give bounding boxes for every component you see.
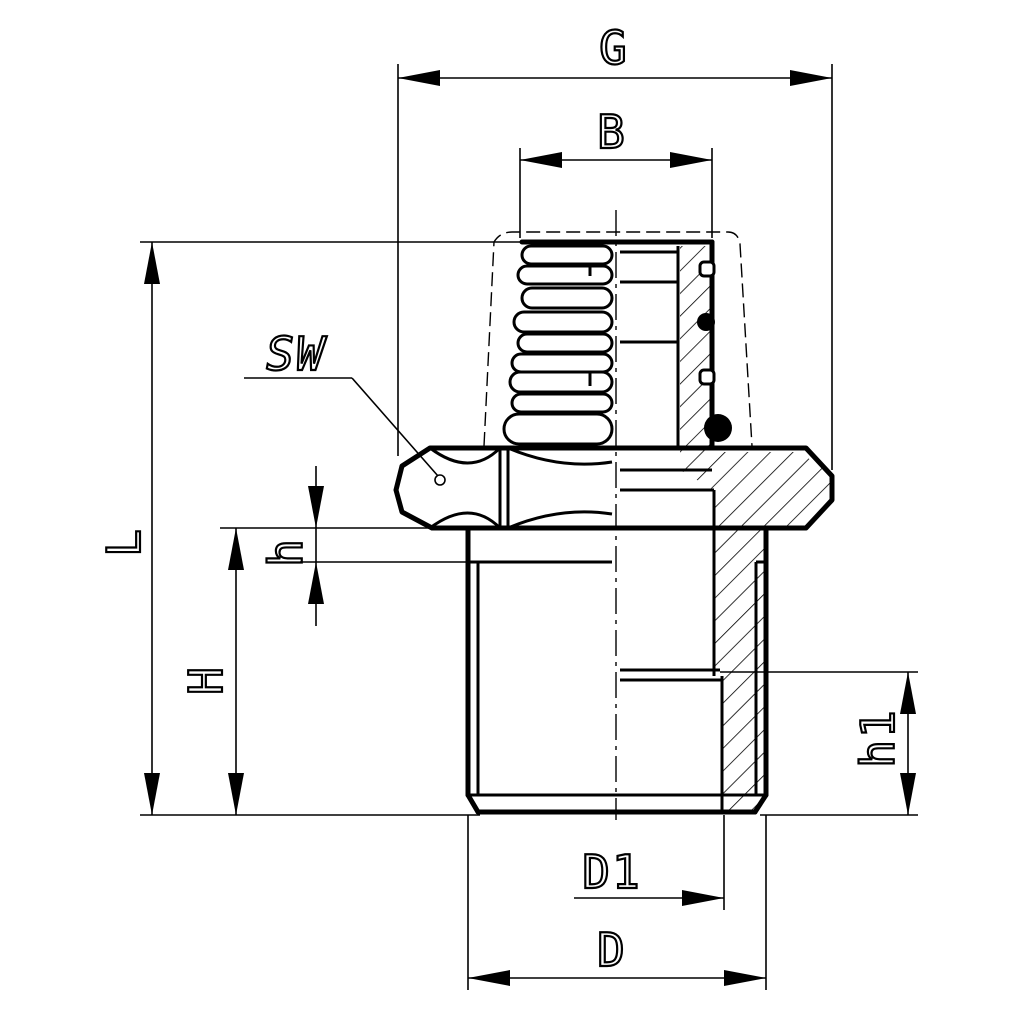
label-H: H: [179, 665, 233, 695]
extension-lines: [140, 64, 918, 990]
dimension-B: [520, 152, 712, 168]
dimension-D: [468, 970, 766, 986]
label-G: G: [599, 21, 629, 75]
o-rings: [697, 260, 732, 442]
insert-ribs: [502, 244, 614, 446]
dimension-D1: [574, 890, 724, 906]
label-L: L: [97, 527, 151, 557]
label-D1: D1: [582, 845, 641, 899]
label-h: h: [259, 537, 313, 567]
label-B: B: [597, 105, 627, 159]
label-D: D: [597, 923, 627, 977]
dimension-H: [228, 528, 244, 815]
label-SW: SW: [266, 327, 327, 381]
label-h1: h1: [851, 708, 905, 767]
fitting-outline: [393, 231, 835, 815]
leader-SW: [244, 377, 439, 477]
dimension-L: [144, 242, 160, 815]
dimension-h1: [900, 672, 916, 815]
dimension-G: [398, 70, 832, 86]
dimension-h: [308, 466, 324, 626]
